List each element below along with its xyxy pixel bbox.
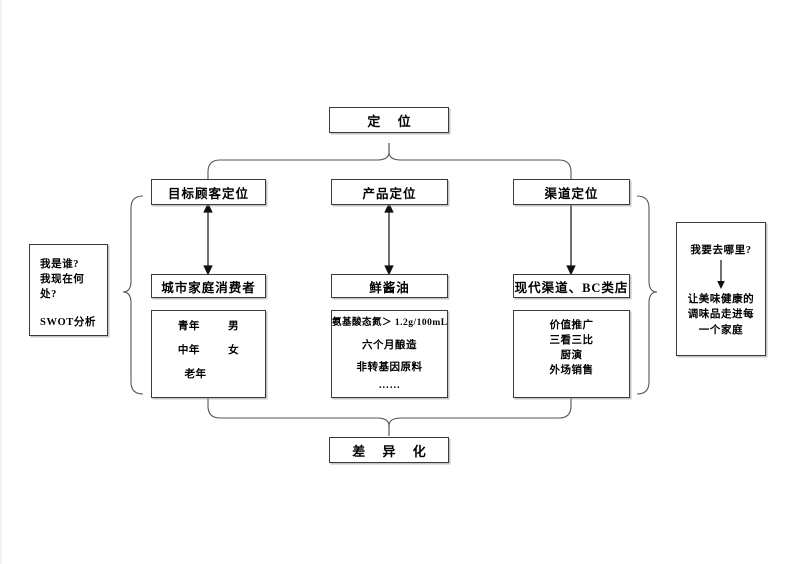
detail-row-right: 女 [228,345,240,357]
detail-row: 氨基酸态氮＞ 1.2g/100mL [332,318,448,329]
box-label: 鲜酱油 [369,280,410,295]
arrow-left-column [203,202,213,276]
page-left-edge [0,0,2,564]
detail-row-left: 中年 [177,345,200,357]
detail-row-right: 男 [228,321,240,332]
box-product-positioning: 产品定位 [331,179,448,205]
right-side-brace [636,195,658,395]
detail-row-left: 外场销售 [549,365,594,377]
box-swot-question: 我是谁? 我现在何 处? SWOT分析 [29,244,108,336]
detail-row: 价值推广 [514,320,629,331]
vision-line-1: 让美味健康的 [687,294,755,306]
vision-question: 我要去哪里? [690,245,752,256]
box-positioning-title: 定 位 [329,107,449,133]
box-channel-activity-details: 价值推广 三看三比 厨演 外场销售 [513,310,630,398]
detail-row-left: 青年 [177,321,200,332]
box-customer-segment-details: 青年 男 中年 女 老年 [151,310,266,398]
box-label: 差 异 化 [352,443,433,459]
swot-question-line-3: 处? [40,289,57,301]
top-brace-connector [207,143,572,180]
detail-row-left: 氨基酸态氮＞ 1.2g/100mL [332,318,448,328]
detail-row: 青年 男 [152,321,265,332]
box-label: 现代渠道、BC类店 [514,280,629,295]
detail-row-left: 厨演 [560,350,583,362]
detail-row-left: 价值推广 [549,320,594,331]
box-channel-positioning: 渠道定位 [513,179,630,205]
detail-row: 厨演 [514,350,629,361]
detail-row: 老年 [139,369,278,380]
box-modern-channel-bc-stores: 现代渠道、BC类店 [513,274,630,298]
arrow-right-column [566,204,576,276]
detail-row-left: 六个月酿造 [362,339,417,351]
detail-row: 六个月酿造 [332,340,447,351]
detail-row: 非转基因原料 [332,362,447,373]
box-product-spec-details: 氨基酸态氮＞ 1.2g/100mL 六个月酿造 非转基因原料 …… [331,310,448,398]
box-label: 目标顾客定位 [167,186,249,201]
box-target-customer-positioning: 目标顾客定位 [151,179,266,205]
detail-row-left: 非转基因原料 [356,361,423,373]
detail-row-left: 老年 [184,369,207,381]
bottom-brace-connector [207,398,572,436]
swot-question-line-1: 我是谁? [40,259,80,270]
box-fresh-soy-sauce: 鲜酱油 [331,274,448,298]
box-vision-statement: 我要去哪里? 让美味健康的 调味品走进每 一个家庭 [676,222,766,356]
detail-row: 三看三比 [514,335,629,346]
box-label: 渠道定位 [544,186,599,201]
box-differentiation: 差 异 化 [329,437,449,463]
left-side-brace [122,195,144,395]
vision-line-2: 调味品走进每 [687,309,755,321]
arrow-middle-column [384,202,394,276]
box-label: 城市家庭消费者 [161,280,256,295]
box-urban-family-consumers: 城市家庭消费者 [151,274,266,298]
swot-analysis-label: SWOT分析 [40,316,97,328]
detail-row-left: 三看三比 [549,335,594,347]
swot-question-line-2: 我现在何 [40,274,85,286]
detail-row: 中年 女 [152,345,265,356]
vision-line-3: 一个家庭 [698,324,744,336]
box-label: 产品定位 [362,186,417,201]
down-arrow-icon [717,260,725,290]
detail-row-left: …… [378,380,401,391]
detail-row: 外场销售 [514,365,629,376]
box-label: 定 位 [367,113,418,129]
vision-arrow-slot [712,258,730,292]
detail-row-ellipsis: …… [332,380,447,391]
